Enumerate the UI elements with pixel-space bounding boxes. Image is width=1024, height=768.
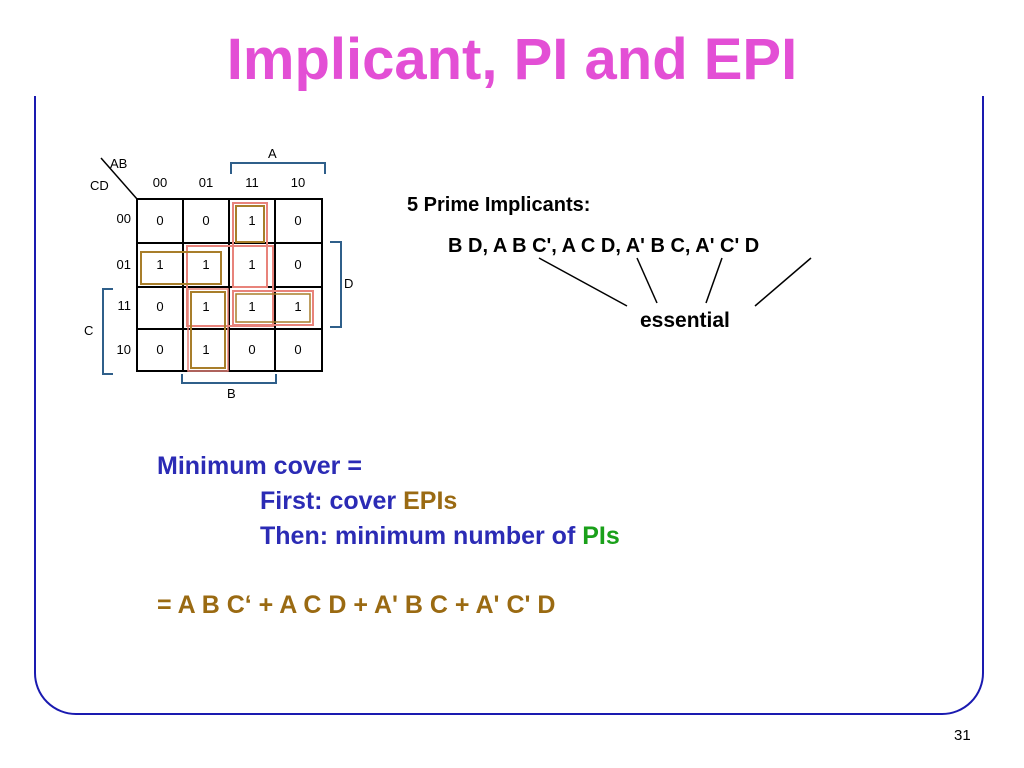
bracket-B <box>181 374 277 384</box>
group-BD <box>186 245 274 327</box>
bracket-A-label: A <box>268 146 277 161</box>
min-cover-line2: First: cover EPIs <box>260 487 457 516</box>
slide-title-text: Implicant, PI and EPI <box>212 27 812 92</box>
min-cover-line3-prefix: Then: minimum number of <box>260 522 583 550</box>
group-ACD <box>232 290 314 326</box>
kmap-cell: 0 <box>156 213 163 228</box>
bracket-A <box>230 162 326 174</box>
kmap-row-header: 10 <box>117 342 131 357</box>
pis-highlight: PIs <box>582 522 620 550</box>
kmap-cell: 1 <box>202 257 209 272</box>
kmap-cell: 1 <box>202 342 209 357</box>
essential-connectors <box>538 257 812 307</box>
group-ACD-inner <box>235 293 311 323</box>
essential-label: essential <box>640 309 730 332</box>
kmap-cell: 1 <box>248 213 255 228</box>
bracket-C-label: C <box>84 323 93 338</box>
kmap-cell: 0 <box>156 299 163 314</box>
kmap-cell: 0 <box>294 342 301 357</box>
kmap-cell: 1 <box>202 299 209 314</box>
kmap-cell: 0 <box>294 213 301 228</box>
min-cover-line3: Then: minimum number of PIs <box>260 522 620 551</box>
kmap-cell: 0 <box>202 213 209 228</box>
kmap-col-header: 01 <box>199 175 213 190</box>
kmap-cell: 0 <box>248 342 255 357</box>
bracket-D-label: D <box>344 276 353 291</box>
group-AprimeCprimeD <box>140 251 222 285</box>
kmap-col-header: 00 <box>153 175 167 190</box>
kmap-row-header: 01 <box>117 257 131 272</box>
implicant-groups <box>140 202 314 372</box>
kmap-cell: 1 <box>248 257 255 272</box>
epis-highlight: EPIs <box>403 487 458 515</box>
min-cover-result: = A B C‘ + A C D + A' B C + A' C' D <box>157 591 556 619</box>
min-cover-line2-prefix: First: cover <box>260 487 404 515</box>
kmap-row-var-label: AB <box>110 156 127 171</box>
bracket-C <box>102 288 113 375</box>
kmap-cell: 0 <box>156 342 163 357</box>
group-AprimeBC-outer <box>187 288 229 372</box>
kmap-row-header: 11 <box>118 298 132 313</box>
prime-implicants-list: B D, A B C', A C D, A' B C, A' C' D <box>448 235 760 257</box>
min-cover-line1: Minimum cover = <box>157 452 362 480</box>
bracket-D <box>330 241 342 328</box>
bracket-B-label: B <box>227 386 236 401</box>
kmap-col-header: 11 <box>245 175 259 190</box>
slide-title: Implicant, PI and EPI <box>0 24 1024 96</box>
group-ABCprime-inner <box>235 205 265 243</box>
kmap-row-header: 00 <box>117 211 131 226</box>
kmap-col-header: 10 <box>291 175 305 190</box>
group-AprimeBC <box>190 291 226 369</box>
kmap-cell: 1 <box>156 257 163 272</box>
kmap-corner-diagonal <box>100 157 138 200</box>
kmap-col-var-label: CD <box>90 178 109 193</box>
kmap-cell: 1 <box>248 299 255 314</box>
page-number: 31 <box>954 727 971 744</box>
kmap-brackets <box>102 162 342 384</box>
kmap-cell: 1 <box>294 299 301 314</box>
kmap-cell: 0 <box>294 257 301 272</box>
prime-implicants-heading: 5 Prime Implicants: <box>407 194 591 216</box>
